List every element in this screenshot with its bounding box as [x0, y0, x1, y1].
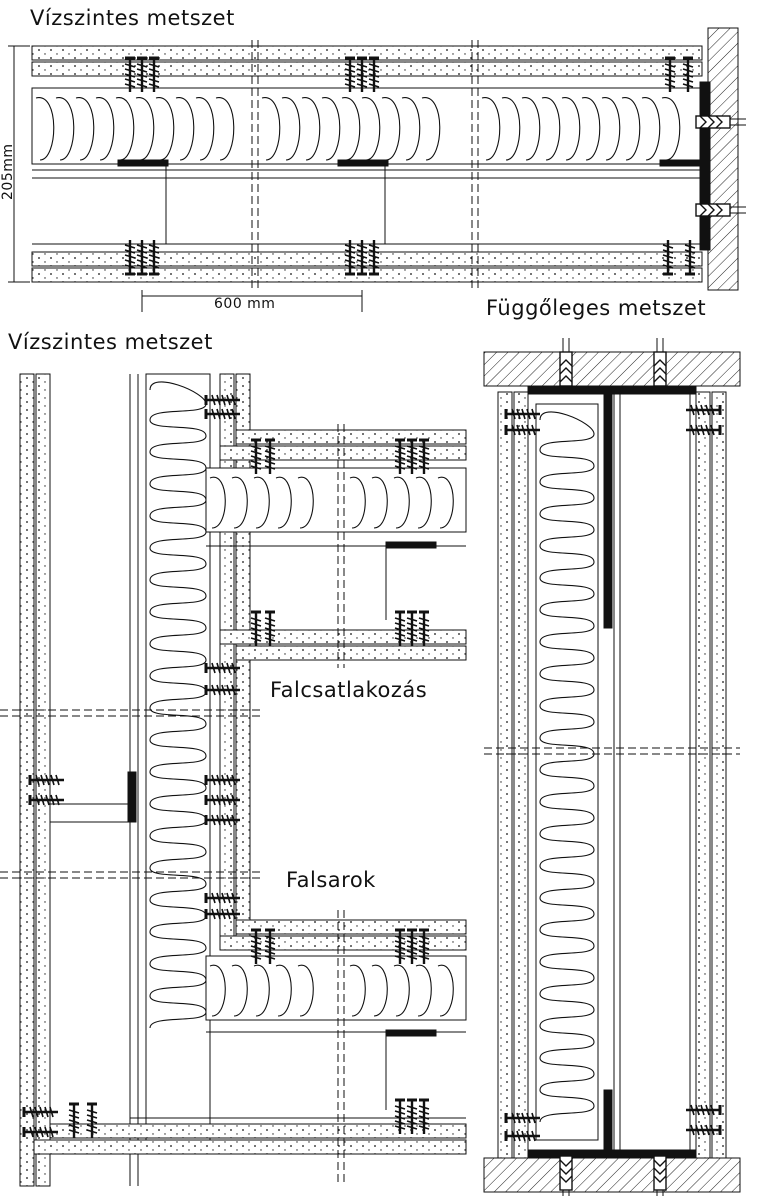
wall-hatch-right — [707, 27, 739, 291]
left-section — [0, 373, 467, 1187]
insulation-top — [35, 97, 681, 161]
board-top-outer — [31, 45, 703, 61]
dimension-height: 205mm — [0, 143, 16, 201]
label-wall-junction: Falcsatlakozás — [270, 678, 428, 702]
title-top-horizontal-section: Vízszintes metszet — [30, 6, 235, 30]
insulation-vertical — [539, 411, 595, 1123]
label-wall-corner: Falsarok — [286, 868, 376, 892]
floor-hatch — [483, 1157, 741, 1193]
board-bottom-inner — [31, 251, 703, 267]
top-section — [8, 27, 747, 312]
dimension-spacing: 600 mm — [214, 296, 276, 312]
insulation-left — [149, 381, 207, 1029]
title-left-horizontal-section: Vízszintes metszet — [8, 330, 213, 354]
vertical-section — [483, 337, 741, 1196]
ceiling-hatch — [483, 351, 741, 387]
title-vertical-section: Függőleges metszet — [486, 296, 707, 320]
board-top-inner — [31, 61, 703, 77]
